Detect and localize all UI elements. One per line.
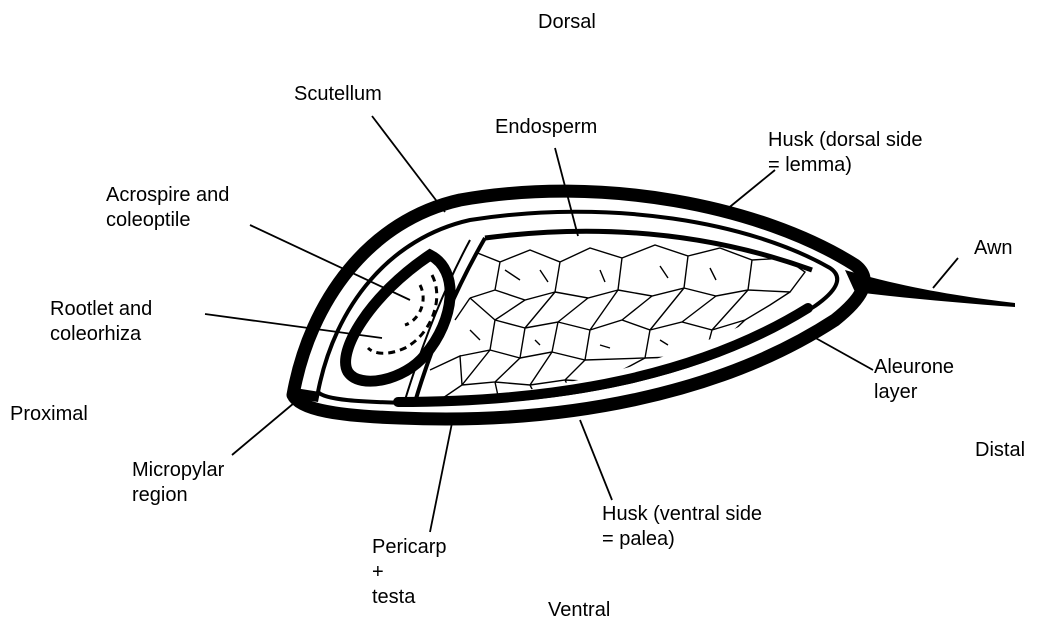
label-endosperm: Endosperm bbox=[495, 115, 597, 140]
label-husk-ventral-line1: Husk (ventral side bbox=[602, 502, 762, 527]
label-awn: Awn bbox=[974, 236, 1013, 261]
label-husk-ventral-line2: = palea) bbox=[602, 527, 762, 552]
label-aleurone: Aleurone layer bbox=[874, 355, 954, 405]
label-acrospire-line2: coleoptile bbox=[106, 208, 229, 233]
label-pericarp-line3: testa bbox=[372, 585, 446, 610]
label-proximal: Proximal bbox=[10, 402, 88, 427]
label-acrospire: Acrospire and coleoptile bbox=[106, 183, 229, 233]
label-pericarp: Pericarp + testa bbox=[372, 535, 446, 610]
label-ventral: Ventral bbox=[548, 598, 610, 623]
label-micropylar-line2: region bbox=[132, 483, 224, 508]
embryo-acrospire-dashed bbox=[368, 275, 437, 353]
label-rootlet-line1: Rootlet and bbox=[50, 297, 152, 322]
label-acrospire-line1: Acrospire and bbox=[106, 183, 229, 208]
label-aleurone-line2: layer bbox=[874, 380, 954, 405]
embryo-rootlet-dashed bbox=[405, 285, 423, 325]
label-rootlet-line2: coleorhiza bbox=[50, 322, 152, 347]
awn-shape bbox=[845, 270, 1015, 307]
label-aleurone-line1: Aleurone bbox=[874, 355, 954, 380]
label-husk-dorsal-line1: Husk (dorsal side bbox=[768, 128, 923, 153]
label-rootlet: Rootlet and coleorhiza bbox=[50, 297, 152, 347]
label-pericarp-line1: Pericarp bbox=[372, 535, 446, 560]
label-husk-dorsal-line2: = lemma) bbox=[768, 153, 923, 178]
label-dorsal: Dorsal bbox=[538, 10, 596, 35]
label-husk-dorsal: Husk (dorsal side = lemma) bbox=[768, 128, 923, 178]
label-scutellum: Scutellum bbox=[294, 82, 382, 107]
label-pericarp-line2: + bbox=[372, 560, 446, 585]
husk-ventral-band bbox=[398, 308, 808, 402]
label-micropylar: Micropylar region bbox=[132, 458, 224, 508]
label-micropylar-line1: Micropylar bbox=[132, 458, 224, 483]
label-husk-ventral: Husk (ventral side = palea) bbox=[602, 502, 762, 552]
label-distal: Distal bbox=[975, 438, 1025, 463]
